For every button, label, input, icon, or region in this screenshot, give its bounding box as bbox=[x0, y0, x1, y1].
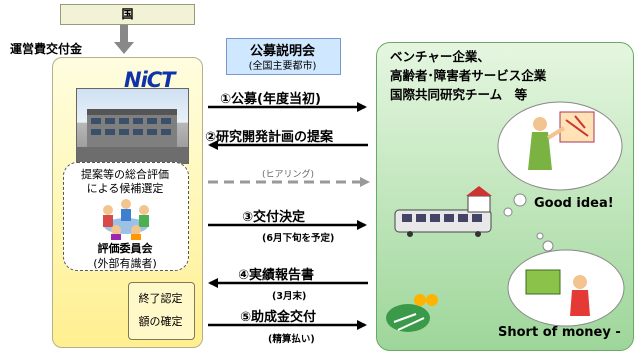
step-4-label: ④実績報告書 bbox=[238, 268, 315, 283]
step-4-sub: (3月末) bbox=[272, 291, 307, 302]
good-idea-label: Good idea! bbox=[534, 196, 614, 211]
hearing-label: (ヒアリング) bbox=[262, 170, 315, 180]
kofukin-label: 運営費交付金 bbox=[10, 42, 83, 56]
short-of-money-label: Short of money - bbox=[498, 325, 621, 340]
step-5-sub: (精算払い) bbox=[268, 334, 315, 345]
companies-line2: 高齢者･障害者サービス企業 bbox=[390, 68, 547, 83]
train-icon bbox=[394, 209, 492, 237]
money-icon bbox=[386, 294, 438, 332]
kuni-box: 国 bbox=[60, 4, 195, 25]
evaluation-external: (外部有識者) bbox=[93, 257, 157, 270]
final-line1: 終了認定 bbox=[138, 292, 183, 305]
final-line2: 額の確定 bbox=[138, 315, 183, 328]
final-box bbox=[128, 282, 195, 340]
evaluation-line1: 提案等の総合評価 bbox=[81, 168, 169, 181]
companies-line3: 国際共同研究チーム 等 bbox=[390, 87, 528, 102]
briefing-subtitle: (全国主要都市) bbox=[248, 61, 317, 72]
step-3-sub: (6月下旬を予定) bbox=[262, 233, 335, 244]
step-2-label: ②研究開発計画の提案 bbox=[205, 130, 334, 145]
evaluation-committee: 評価委員会 bbox=[97, 242, 153, 255]
worry-bubble bbox=[507, 232, 625, 327]
people-group-icon bbox=[96, 196, 156, 240]
shop-icon bbox=[466, 186, 492, 213]
briefing-box bbox=[226, 38, 341, 75]
step-5-label: ⑤助成金交付 bbox=[240, 310, 317, 325]
people-svg bbox=[103, 199, 149, 240]
companies-line1: ベンチャー企業、 bbox=[390, 49, 490, 64]
step-1-label: ①公募(年度当初) bbox=[220, 92, 321, 107]
thinker-icon bbox=[497, 101, 623, 217]
step-3-label: ③交付決定 bbox=[242, 210, 306, 225]
down-arrow bbox=[114, 24, 134, 54]
building-svg bbox=[77, 109, 188, 163]
evaluation-line2: による候補選定 bbox=[86, 182, 164, 195]
briefing-title: 公募説明会 bbox=[249, 44, 315, 59]
